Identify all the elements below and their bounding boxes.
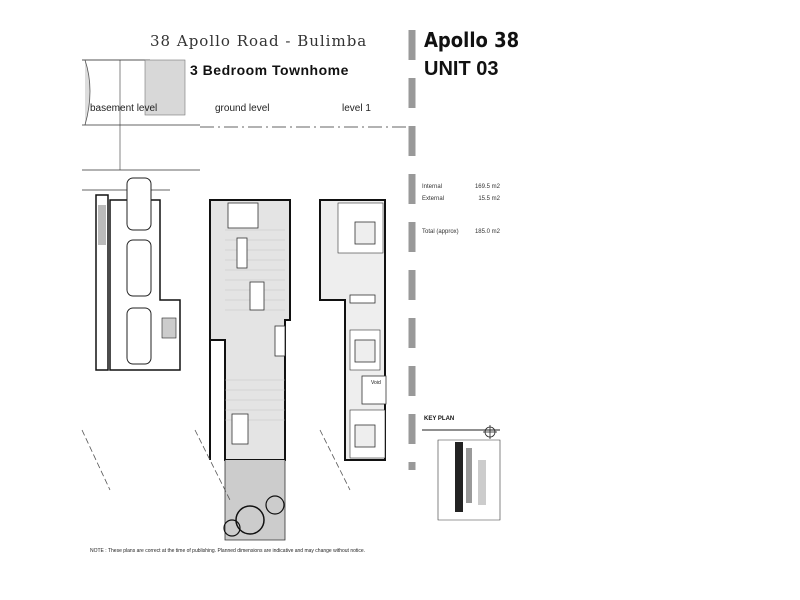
level-label-basement: basement level [90, 103, 158, 114]
basement-plan [95, 177, 181, 371]
key-plan-label: KEY PLAN [424, 416, 455, 422]
area-internal-label: Internal [422, 184, 443, 190]
brand-name: Apollo 38 [424, 28, 520, 52]
area-external-value: 15.5 m2 [478, 196, 500, 202]
car-3 [126, 307, 152, 365]
unit-type: 3 Bedroom Townhome [190, 62, 349, 78]
area-internal-value: 169.5 m2 [474, 184, 500, 190]
ground-level-plan [209, 199, 291, 541]
level-label-level1: level 1 [342, 103, 371, 114]
area-total-value: 185.0 m2 [474, 229, 500, 235]
area-total: Total (approx) 185.0 m2 [422, 229, 500, 235]
area-external-label: External [422, 196, 445, 202]
level-1-plan [319, 199, 387, 461]
void-label: Void [371, 380, 381, 386]
area-internal: Internal 169.5 m2 [422, 184, 500, 190]
car-2 [126, 239, 152, 297]
car-1 [126, 177, 152, 231]
area-total-label: Total (approx) [422, 229, 459, 235]
unit-number: UNIT 03 [424, 58, 499, 80]
garden-hatch [144, 59, 186, 116]
key-plan-drawing [422, 425, 501, 521]
address-title: 38 Apollo Road - Bulimba [150, 32, 368, 50]
disclaimer-note: NOTE : These plans are correct at the ti… [90, 548, 366, 554]
area-external: External 15.5 m2 [422, 196, 500, 202]
level-label-ground: ground level [215, 103, 270, 114]
